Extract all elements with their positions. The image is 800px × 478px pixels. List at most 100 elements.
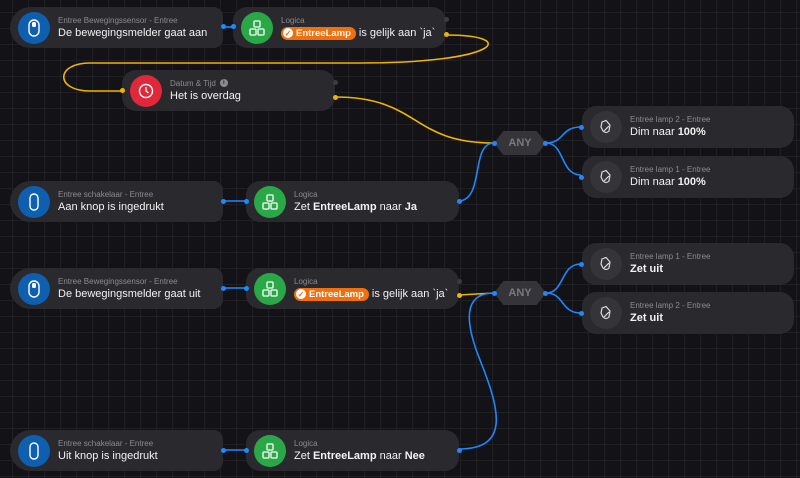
action-text: Dim naar: [630, 126, 675, 138]
any-label: ANY: [508, 137, 532, 149]
node-switch-on[interactable]: Entree schakelaar - Entree Aan knop is i…: [10, 181, 223, 222]
variable-name: EntreeLamp: [312, 449, 377, 462]
logic-blocks-icon: [254, 434, 286, 467]
node-motion-off[interactable]: Entree Bewegingssensor - Entree De beweg…: [10, 268, 223, 309]
action-text: Dim naar: [630, 176, 675, 188]
input-port[interactable]: [579, 175, 584, 180]
logic-blocks-icon: [241, 11, 273, 44]
node-logic-1[interactable]: Logica ✓EntreeLamp is gelijk aan `ja`: [233, 7, 446, 48]
lamp-icon: [590, 297, 622, 329]
node-title: Zet uit: [630, 312, 663, 324]
wire-any2-to-lamp2-off: [545, 292, 582, 314]
node-subtitle: Entree Bewegingssensor - Entree: [58, 15, 178, 25]
clock-icon: [130, 74, 162, 107]
wire-logic1-to-time: [62, 34, 490, 92]
motion-sensor-icon: [18, 11, 50, 44]
node-lamp2-dim[interactable]: Entree lamp 2 - Entree Dim naar 100%: [582, 106, 794, 148]
input-port[interactable]: [579, 262, 584, 267]
output-port[interactable]: [221, 199, 226, 204]
false-output-port[interactable]: [333, 80, 338, 85]
true-output-port[interactable]: [333, 95, 338, 100]
switch-icon: [18, 185, 50, 218]
variable-tag: ✓EntreeLamp: [294, 287, 369, 301]
node-condition: ✓EntreeLamp is gelijk aan `ja`: [294, 287, 448, 302]
variable-name: EntreeLamp: [296, 27, 351, 39]
node-subtitle: Entree Bewegingssensor - Entree: [58, 276, 178, 286]
output-port[interactable]: [543, 291, 548, 296]
variable-tag: ✓EntreeLamp: [281, 26, 356, 40]
input-port[interactable]: [579, 311, 584, 316]
action-verb: Zet: [294, 449, 310, 462]
output-port[interactable]: [543, 141, 548, 146]
wire-logic2-to-any1: [457, 142, 495, 202]
logic-blocks-icon: [254, 185, 286, 218]
logic-blocks-icon: [254, 272, 286, 305]
lamp-icon: [590, 161, 622, 193]
output-port[interactable]: [457, 199, 462, 204]
node-subtitle: Logica: [294, 189, 318, 199]
condition-text: is gelijk aan `ja`: [371, 287, 449, 300]
false-output-port[interactable]: [444, 17, 449, 22]
node-action: Zet EntreeLamp naar Nee: [294, 449, 425, 464]
wire-any1-to-lamp2: [545, 126, 582, 144]
variable-name: EntreeLamp: [309, 288, 364, 300]
node-title: Aan knop is ingedrukt: [58, 200, 164, 213]
node-title: De bewegingsmelder gaat aan: [58, 26, 208, 39]
any-label: ANY: [508, 287, 532, 299]
true-output-port[interactable]: [444, 32, 449, 37]
node-subtitle: Entree lamp 1 - Entree: [630, 165, 711, 174]
lamp-icon: [590, 111, 622, 143]
node-title: Het is overdag: [170, 89, 241, 102]
action-value: 100%: [677, 126, 706, 138]
node-subtitle: Logica: [294, 276, 318, 286]
true-output-port[interactable]: [457, 293, 462, 298]
node-lamp1-dim[interactable]: Entree lamp 1 - Entree Dim naar 100%: [582, 156, 794, 198]
node-subtitle: Entree schakelaar - Entree: [58, 189, 154, 199]
any-gate-2[interactable]: ANY: [494, 281, 546, 305]
node-motion-on[interactable]: Entree Bewegingssensor - Entree De beweg…: [10, 7, 223, 48]
action-value: 100%: [677, 176, 706, 188]
info-icon[interactable]: i: [219, 79, 228, 87]
variable-value: Nee: [404, 449, 425, 462]
node-title: De bewegingsmelder gaat uit: [58, 287, 201, 300]
node-subtitle: Datum & Tijd: [170, 78, 216, 88]
input-port[interactable]: [231, 24, 236, 29]
node-title: Uit knop is ingedrukt: [58, 449, 158, 462]
node-logic-2[interactable]: Logica Zet EntreeLamp naar Ja: [246, 181, 459, 222]
false-output-port[interactable]: [457, 279, 462, 284]
variable-name: EntreeLamp: [312, 200, 377, 213]
any-gate-1[interactable]: ANY: [494, 131, 546, 155]
node-logic-3[interactable]: Logica ✓EntreeLamp is gelijk aan `ja`: [246, 268, 459, 309]
node-title: Dim naar 100%: [630, 125, 710, 140]
node-action: Zet EntreeLamp naar Ja: [294, 200, 417, 215]
input-port[interactable]: [492, 291, 497, 296]
output-port[interactable]: [457, 448, 462, 453]
node-subtitle: Entree lamp 2 - Entree: [630, 301, 711, 310]
condition-text: is gelijk aan `ja`: [358, 26, 436, 39]
check-icon: ✓: [283, 28, 293, 38]
node-lamp1-off[interactable]: Entree lamp 1 - Entree Zet uit: [582, 243, 794, 285]
node-logic-4[interactable]: Logica Zet EntreeLamp naar Nee: [246, 430, 459, 471]
input-port[interactable]: [244, 448, 249, 453]
output-port[interactable]: [221, 24, 226, 29]
check-icon: ✓: [296, 289, 306, 299]
node-lamp2-off[interactable]: Entree lamp 2 - Entree Zet uit: [582, 292, 794, 334]
lamp-icon: [590, 248, 622, 280]
action-prep: naar: [379, 449, 402, 462]
input-port[interactable]: [579, 125, 584, 130]
input-port[interactable]: [244, 199, 249, 204]
wire-logic4-to-any2: [458, 292, 498, 450]
node-switch-off[interactable]: Entree schakelaar - Entree Uit knop is i…: [10, 430, 223, 471]
input-port[interactable]: [244, 286, 249, 291]
action-verb: Zet: [294, 200, 310, 213]
input-port[interactable]: [492, 141, 497, 146]
output-port[interactable]: [221, 286, 226, 291]
node-subtitle: Logica: [294, 438, 318, 448]
action-prep: naar: [379, 200, 402, 213]
output-port[interactable]: [221, 448, 226, 453]
input-port[interactable]: [120, 88, 125, 93]
node-subtitle: Logica: [281, 15, 305, 25]
